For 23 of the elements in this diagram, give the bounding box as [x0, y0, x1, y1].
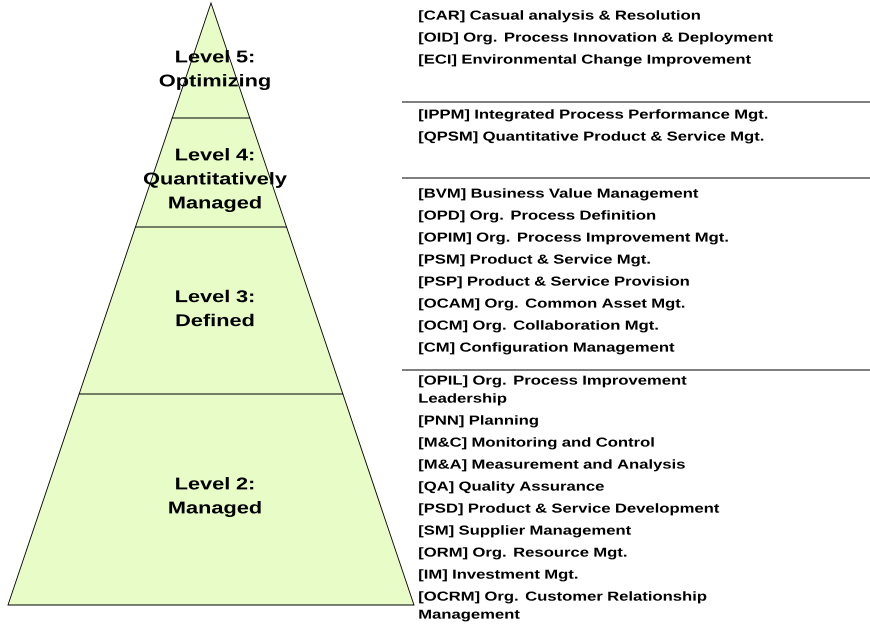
process-area-text: [QPSM] Quantitative Product & Service Mgt.: [419, 131, 764, 144]
process-area-text: [OPIM] Org. Process Improvement Mgt.: [419, 232, 728, 244]
process-area-text: [PSP] Product & Service Provision: [419, 276, 689, 288]
process-area-text: [OPD] Org. Process Definition: [419, 210, 656, 222]
process-area-text: [OCRM] Org. Customer Relationship Management: [419, 591, 706, 622]
process-area-text: [CM] Configuration Management: [419, 342, 674, 354]
process-area-text: [IPPM] Integrated Process Performance Mgt.: [419, 109, 768, 122]
process-area-text: [SM] Supplier Management: [419, 525, 631, 538]
process-area-text: [OCM] Org. Collaboration Mgt.: [419, 320, 658, 332]
process-area-text: [M&A] Measurement and Analysis: [419, 459, 685, 472]
process-area-text: [M&C] Monitoring and Control: [419, 437, 654, 450]
process-area-text: [ECI] Environmental Change Improvement: [419, 54, 751, 66]
process-area-text: [CAR] Casual analysis & Resolution: [419, 10, 700, 22]
process-area-text: [OCAM] Org. Common Asset Mgt.: [419, 298, 684, 310]
process-area-text: [OID] Org. Process Innovation & Deployment: [419, 32, 773, 44]
process-area-text: [BVM] Business Value Management: [419, 188, 698, 200]
process-area-text: [IM] Investment Mgt.: [419, 569, 578, 582]
process-area-text: [PSD] Product & Service Development: [419, 503, 720, 516]
process-area-text: [PSM] Product & Service Mgt.: [419, 254, 650, 266]
process-area-text: [ORM] Org. Resource Mgt.: [419, 547, 626, 560]
process-area-text: [PNN] Planning: [419, 415, 538, 428]
process-area-text: [QA] Quality Assurance: [419, 481, 604, 494]
process-area-text: [OPIL] Org. Process Improvement Leadership: [419, 375, 687, 406]
